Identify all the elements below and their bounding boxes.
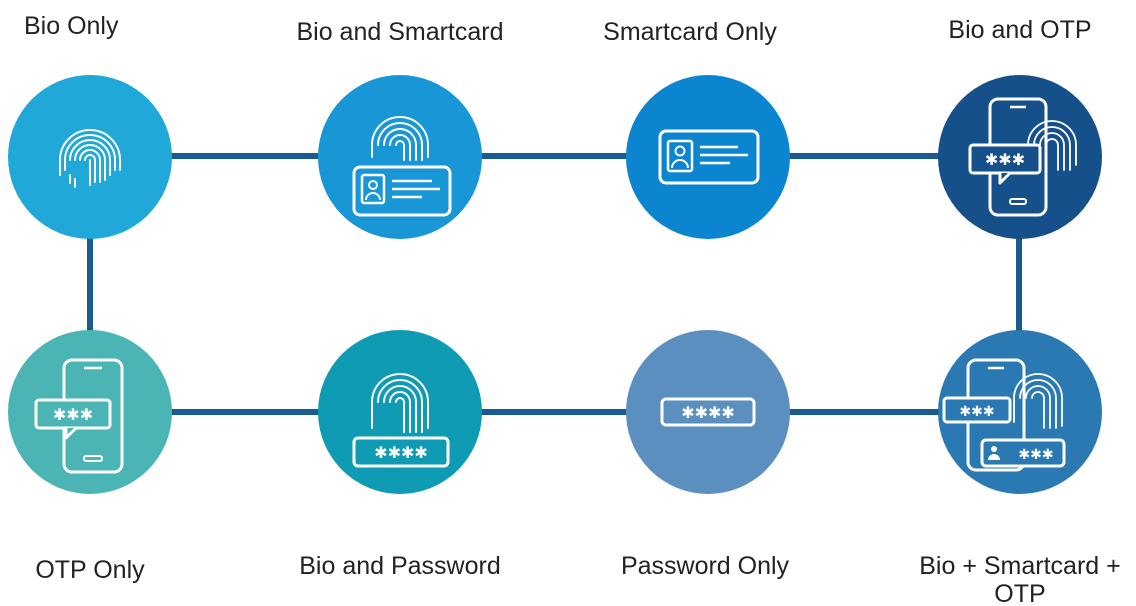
node-bio-smartcard (318, 75, 482, 239)
fingerprint-password-icon: ✱✱✱✱ (352, 373, 450, 468)
label-bio-only: Bio Only (24, 12, 119, 40)
fingerprint-smartcard-icon (352, 116, 452, 217)
label-bio-otp: Bio and OTP (948, 16, 1092, 44)
label-bio-smartcard-otp: Bio + Smartcard + OTP (919, 552, 1121, 606)
phone-otp-icon: ✱✱✱ (34, 358, 124, 474)
node-otp-only: ✱✱✱ (8, 330, 172, 494)
label-password-only: Password Only (620, 552, 790, 580)
password-icon: ✱✱✱✱ (660, 397, 756, 427)
node-bio-only (8, 75, 172, 239)
label-bio-smartcard: Bio and Smartcard (296, 18, 504, 46)
node-password-only: ✱✱✱✱ (626, 330, 790, 494)
svg-text:✱✱✱: ✱✱✱ (53, 405, 93, 424)
node-bio-smartcard-otp: ✱✱✱ ✱✱✱ (938, 330, 1102, 494)
svg-text:✱✱✱✱: ✱✱✱✱ (374, 443, 428, 462)
node-smartcard-only (626, 75, 790, 239)
node-bio-password: ✱✱✱✱ (318, 330, 482, 494)
svg-text:✱✱✱: ✱✱✱ (959, 404, 994, 420)
svg-text:✱✱✱: ✱✱✱ (1018, 447, 1053, 463)
smartcard-icon (658, 129, 760, 185)
svg-text:✱✱✱: ✱✱✱ (985, 150, 1025, 169)
phone-otp-fingerprint-icon: ✱✱✱ (968, 97, 1077, 217)
label-bio-password: Bio and Password (299, 552, 501, 580)
label-smartcard-only: Smartcard Only (603, 18, 777, 46)
label-otp-only: OTP Only (35, 556, 145, 584)
svg-text:✱✱✱✱: ✱✱✱✱ (681, 403, 735, 422)
phone-otp-fingerprint-smartcard-icon: ✱✱✱ ✱✱✱ (942, 358, 1066, 472)
fingerprint-icon (59, 129, 121, 188)
node-bio-otp: ✱✱✱ (938, 75, 1102, 239)
